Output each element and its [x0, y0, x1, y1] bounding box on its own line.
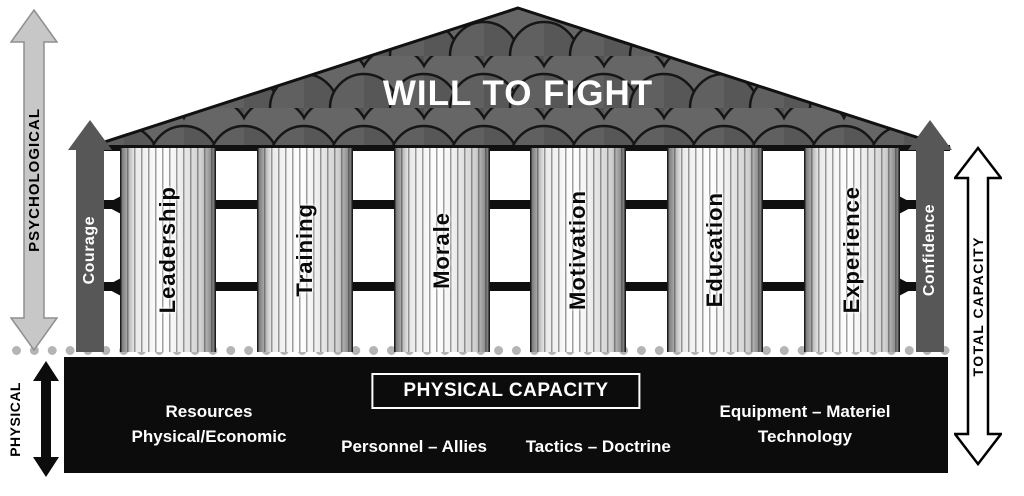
- courage-arrowhead-upper-icon: [104, 195, 123, 215]
- column-morale-label: Morale: [428, 211, 454, 289]
- foundation-left-text: Resources Physical/Economic: [94, 399, 324, 449]
- column-experience-label: Experience: [838, 186, 864, 314]
- physical-arrow-icon: [33, 361, 59, 477]
- column-motivation-label: Motivation: [565, 190, 591, 310]
- psychological-label: PSYCHOLOGICAL: [25, 108, 43, 252]
- physical-capacity-box: PHYSICAL CAPACITY: [371, 373, 641, 409]
- psychological-axis-label-wrap: PSYCHOLOGICAL: [10, 8, 58, 352]
- foundation-block: PHYSICAL CAPACITY Resources Physical/Eco…: [64, 357, 948, 473]
- tactics-doctrine-label: Tactics – Doctrine: [525, 437, 671, 456]
- total-capacity-label-wrap: TOTAL CAPACITY: [954, 146, 1002, 466]
- total-capacity-arrow-icon: [954, 146, 1002, 466]
- foundation-right-text: Equipment – Materiel Technology: [680, 399, 930, 449]
- column-training: Training: [256, 148, 353, 352]
- confidence-arrowhead-lower-icon: [897, 277, 916, 297]
- column-training-label: Training: [291, 203, 317, 297]
- personnel-allies-label: Personnel – Allies: [341, 437, 487, 456]
- physical-label: PHYSICAL: [7, 381, 23, 457]
- total-capacity-label: TOTAL CAPACITY: [970, 235, 986, 377]
- courage-arrowhead-lower-icon: [104, 277, 123, 297]
- psychological-arrow-icon: [10, 8, 58, 352]
- confidence-arrowhead-upper-icon: [897, 195, 916, 215]
- physical-economic-label: Physical/Economic: [131, 427, 287, 446]
- column-leadership: Leadership: [120, 148, 216, 352]
- column-morale: Morale: [393, 148, 490, 352]
- confidence-support: Confidence: [916, 148, 944, 352]
- resources-label: Resources: [165, 402, 253, 421]
- crossbeam-upper: [104, 200, 916, 209]
- physical-axis-label-wrap: PHYSICAL: [0, 360, 30, 478]
- column-leadership-label: Leadership: [155, 186, 180, 314]
- column-motivation: Motivation: [530, 148, 627, 352]
- column-experience: Experience: [803, 148, 900, 352]
- colonnade: Leadership Training Morale Motivation Ed…: [104, 148, 916, 352]
- roof-title: WILL TO FIGHT: [382, 74, 654, 113]
- courage-label: Courage: [81, 215, 98, 285]
- confidence-up-arrow-icon: [908, 120, 952, 150]
- courage-support: Courage: [76, 148, 104, 352]
- equipment-materiel-label: Equipment – Materiel: [719, 402, 891, 421]
- crossbeam-lower: [104, 282, 916, 291]
- technology-label: Technology: [757, 427, 853, 446]
- foundation-center-text: Personnel – Allies Tactics – Doctrine: [341, 437, 671, 457]
- column-education: Education: [667, 148, 764, 352]
- column-education-label: Education: [702, 192, 728, 308]
- confidence-label: Confidence: [921, 203, 938, 297]
- courage-up-arrow-icon: [68, 120, 112, 150]
- roof-pediment: [85, 6, 951, 151]
